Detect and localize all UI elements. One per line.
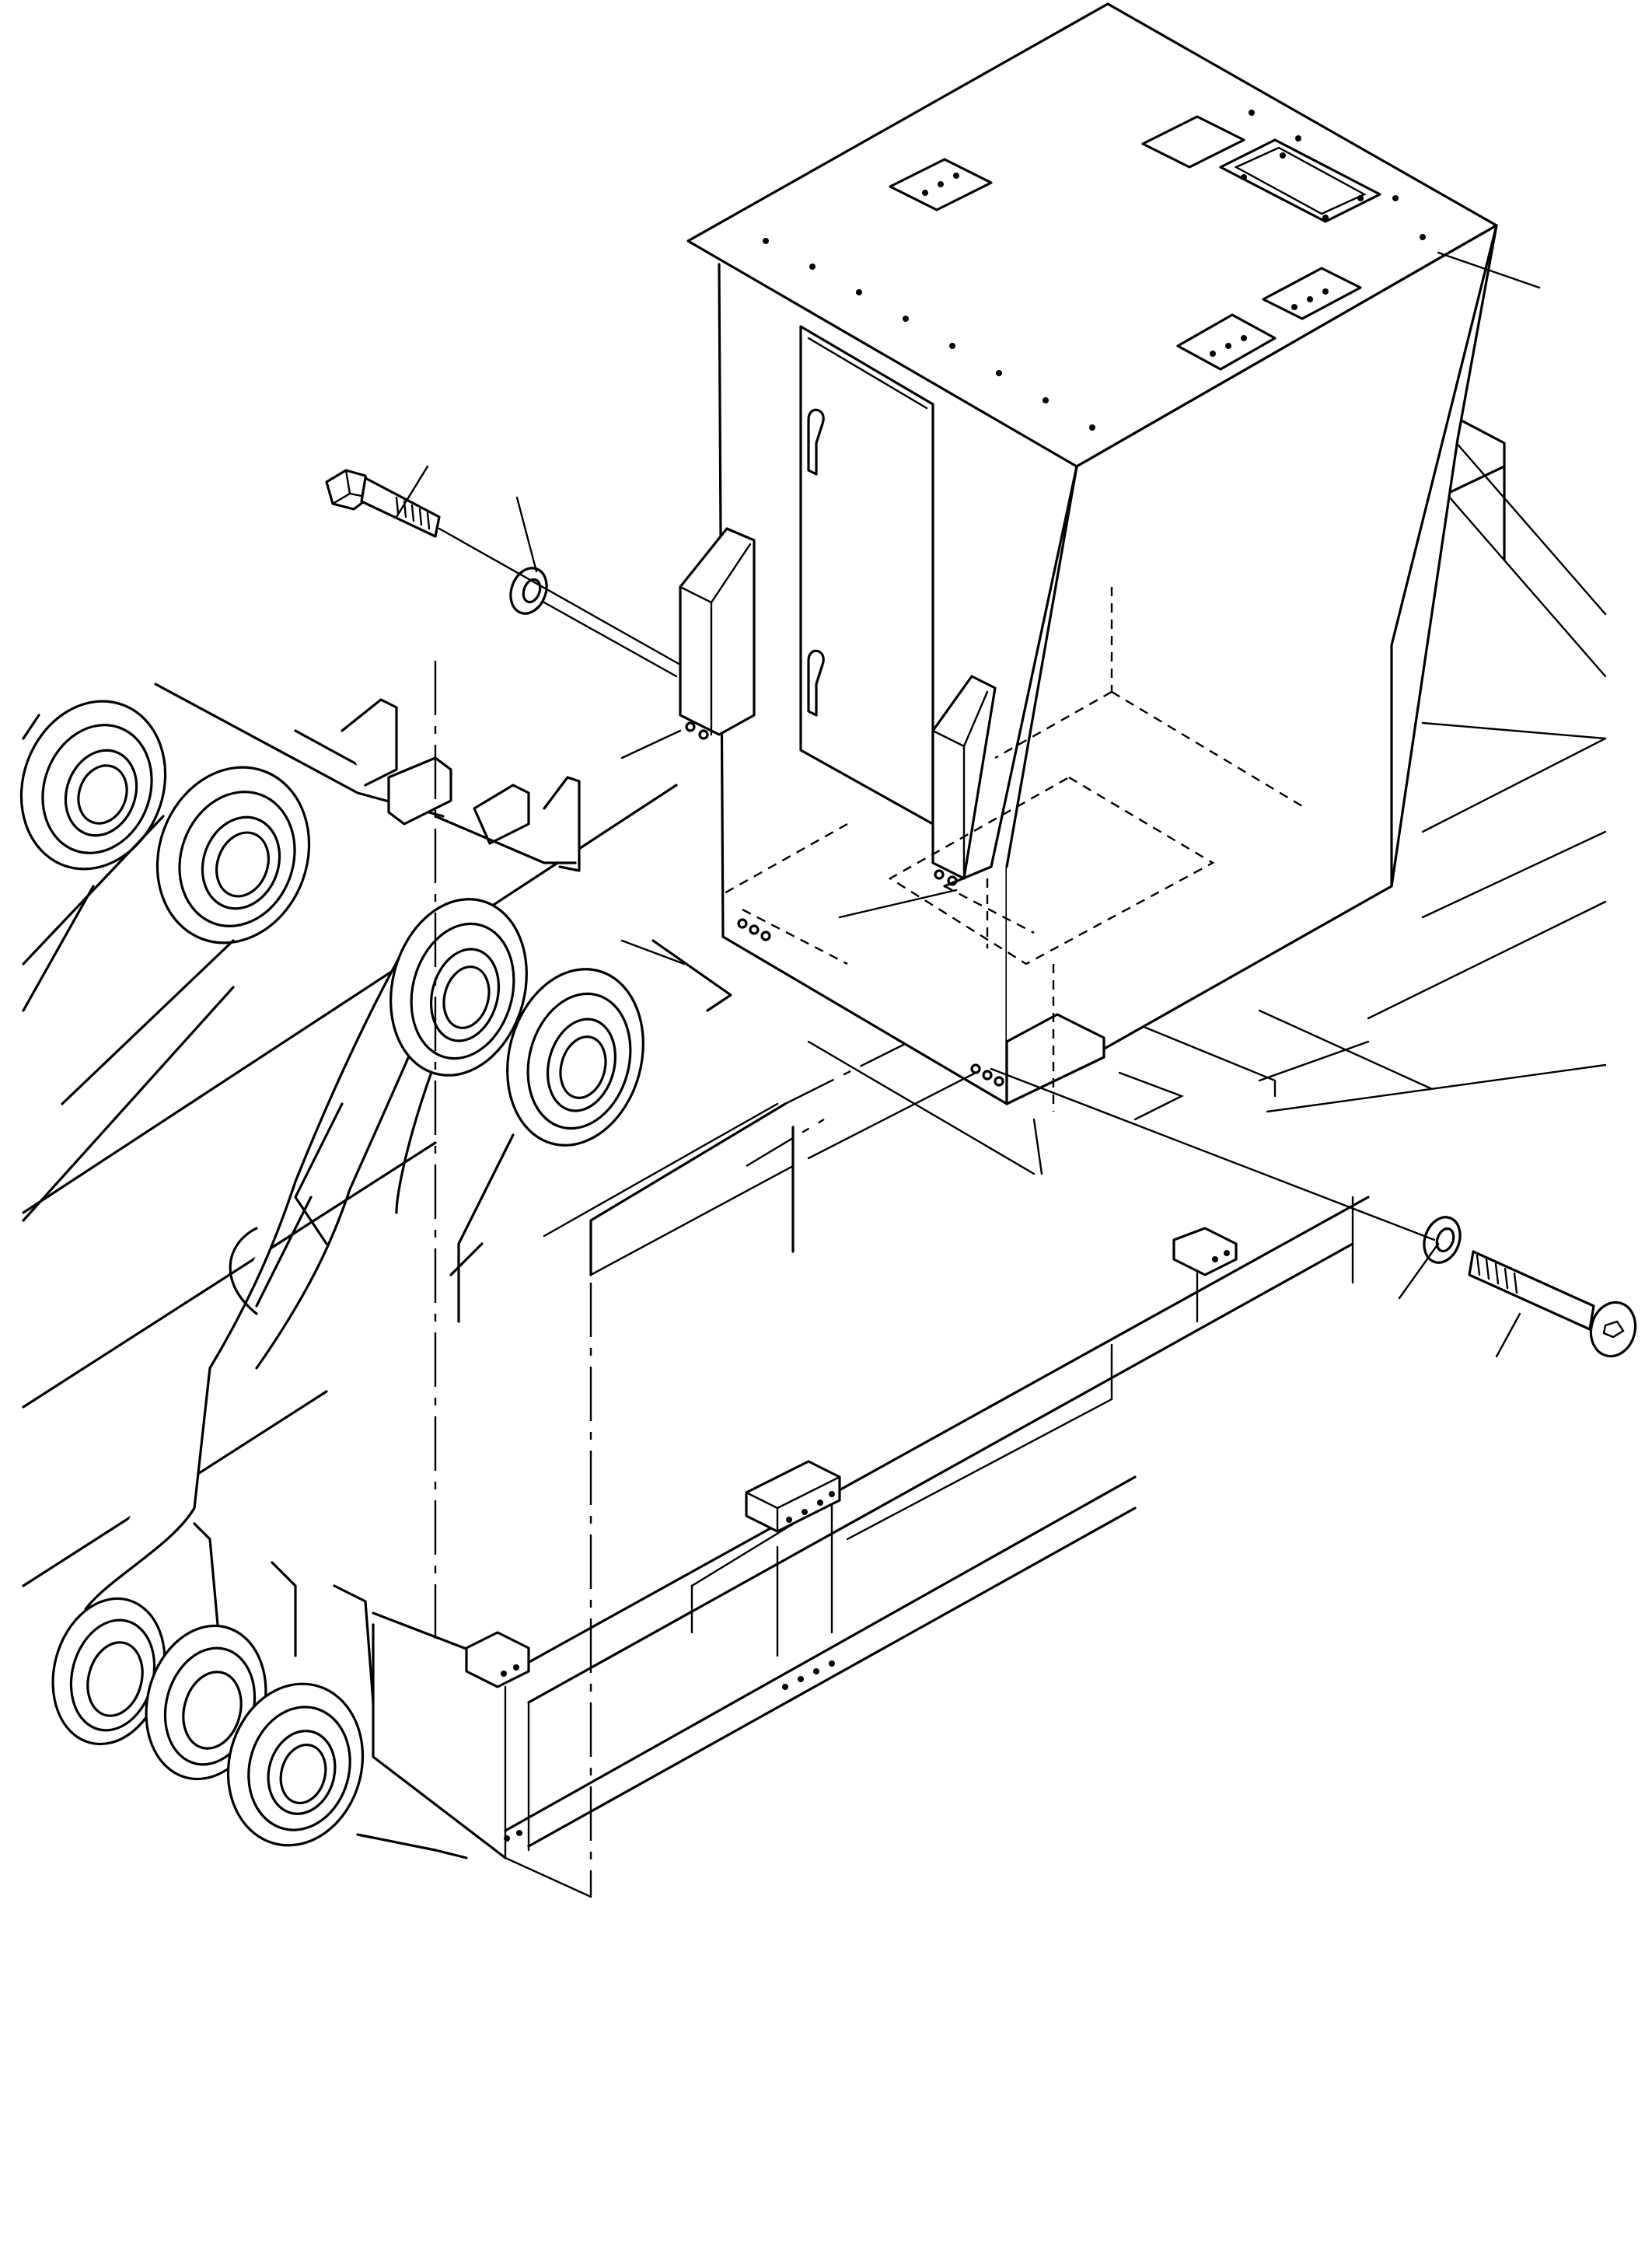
door-handle-upper-icon — [807, 408, 825, 476]
pin-boss-middle-1 — [389, 898, 528, 1077]
pin-boss-middle-2 — [506, 968, 644, 1147]
bolt-lower-right — [1468, 1250, 1637, 1358]
pin-boss-upper-2 — [155, 766, 311, 944]
cab — [679, 2, 1498, 1112]
boom-linkage — [19, 661, 910, 1897]
bolt-upper-left — [325, 469, 441, 538]
pin-boss-lower-3 — [226, 1682, 365, 1847]
leader-lines — [395, 251, 1541, 1358]
washer-lower-right — [1423, 1216, 1462, 1264]
washer-upper-left — [509, 567, 548, 615]
machine-frame — [22, 403, 1607, 1898]
door-handle-lower-icon — [807, 649, 825, 717]
pin-boss-upper-1 — [19, 700, 167, 871]
